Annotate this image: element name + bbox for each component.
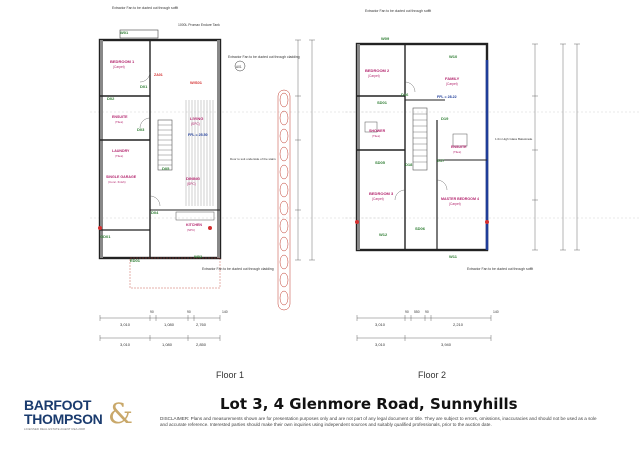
svg-text:90: 90 [425, 310, 429, 314]
svg-text:(SPC): (SPC) [187, 228, 195, 232]
tag-ws01: W/S01 [190, 80, 203, 85]
note-water-tank: 1000L Promax Endure Tank [178, 23, 220, 27]
tag-d19: D19 [441, 116, 449, 121]
logo-tagline: LICENSED REAL ESTATE AGENT REA 2008 [24, 427, 85, 431]
tag-d17: D17 [437, 158, 445, 163]
svg-text:2,210: 2,210 [453, 322, 464, 327]
section-marker-icon [355, 220, 359, 224]
water-tank-icon [119, 29, 159, 39]
tag-a01: A01 [236, 65, 242, 69]
tag-ed01: ED01 [130, 258, 141, 263]
tag-d18: D18 [405, 162, 413, 167]
tag-gd01: GD01 [100, 234, 111, 239]
room-kitchen: KITCHEN [186, 223, 202, 227]
svg-text:(Tiles): (Tiles) [372, 134, 380, 138]
tag-d01: D01 [140, 84, 148, 89]
tag-sd05: SD05 [375, 160, 386, 165]
logo-line-2: THOMPSON [24, 411, 103, 427]
svg-text:3,940: 3,940 [441, 342, 452, 347]
note-door-stairs: Door to suit underside of the stairs [230, 157, 276, 161]
svg-text:(SPC): (SPC) [191, 122, 200, 126]
room-master-bedroom-4: MASTER BEDROOM 4 [441, 197, 479, 201]
room-living: LIVING [190, 116, 203, 121]
svg-text:(Carpet): (Carpet) [446, 82, 458, 86]
logo-line-1: BARFOOT [24, 397, 92, 413]
barfoot-thompson-logo: BARFOOT THOMPSON & LICENSED REAL ESTATE … [24, 398, 134, 438]
tag-sd06: SD06 [415, 226, 426, 231]
tag-d05: D05 [162, 166, 170, 171]
tag-d16: D16 [401, 92, 409, 97]
floor-1-stairs [157, 119, 173, 171]
floor-2-stairs [412, 107, 428, 171]
svg-text:(SPC): (SPC) [187, 182, 196, 186]
note-extractor-soffit-2: Extractor Fan to be ducted out through s… [365, 9, 431, 13]
svg-text:550: 550 [414, 310, 420, 314]
room-single-garage: SINGLE GARAGE [106, 175, 137, 179]
room-shower: SHOWER [369, 129, 386, 133]
disclaimer-text: DISCLAIMER: Plans and measurements shown… [160, 416, 597, 427]
ffl-floor-2: FFL = 28.22 [437, 95, 457, 99]
floor-2-label: Floor 2 [418, 370, 447, 380]
tag-w09: W09 [381, 36, 390, 41]
room-bedroom-2: BEDROOM 2 [365, 68, 390, 73]
tag-d03: D03 [137, 127, 145, 132]
svg-text:1,080: 1,080 [162, 342, 173, 347]
logo-ampersand: & [108, 397, 133, 430]
svg-text:3,010: 3,010 [120, 342, 131, 347]
svg-text:(Carpet): (Carpet) [368, 74, 380, 78]
svg-text:2,760: 2,760 [196, 322, 207, 327]
tag-d04: D04 [151, 210, 159, 215]
tag-sd01: SD01 [377, 100, 388, 105]
svg-text:90: 90 [150, 310, 154, 314]
room-bedroom-1: BEDROOM 1 [110, 59, 135, 64]
room-family: FAMILY [445, 76, 460, 81]
svg-text:2,850: 2,850 [196, 342, 207, 347]
room-ensuite-2: ENSUITE [451, 145, 467, 149]
room-bedroom-3: BEDROOM 3 [369, 191, 394, 196]
svg-text:(Tiles): (Tiles) [115, 154, 123, 158]
tag-w11: W11 [449, 254, 458, 259]
property-title: Lot 3, 4 Glenmore Road, Sunnyhills [220, 395, 518, 413]
note-glass-balustrade: 1.0m High Glass Balustrade [495, 137, 533, 141]
svg-text:3,010: 3,010 [375, 322, 386, 327]
note-extractor-soffit-3: Extractor Fan to be ducted out through s… [467, 267, 533, 271]
svg-text:140: 140 [222, 310, 228, 314]
svg-text:(Tiles): (Tiles) [453, 150, 461, 154]
svg-text:(Conc. finish): (Conc. finish) [108, 180, 126, 184]
svg-text:90: 90 [187, 310, 191, 314]
room-dining: DINING [186, 176, 200, 181]
ffl-floor-1: FFL = 25.50 [188, 133, 208, 137]
section-marker-icon [208, 226, 212, 230]
svg-text:3,010: 3,010 [120, 322, 131, 327]
svg-text:1,080: 1,080 [164, 322, 175, 327]
section-marker-icon [485, 220, 489, 224]
floor-1-paving [277, 89, 291, 311]
note-extractor-cladding-2: Extractor Fan to be ducted out through c… [202, 267, 274, 271]
tag-za01: ZA01 [154, 73, 163, 77]
svg-text:(Carpet): (Carpet) [449, 202, 461, 206]
svg-text:3,010: 3,010 [375, 342, 386, 347]
svg-text:(Carpet): (Carpet) [372, 197, 384, 201]
tag-w10: W10 [449, 54, 458, 59]
svg-text:90: 90 [405, 310, 409, 314]
floor-1-plan: BEDROOM 1 (Carpet) ENSUITE (Tiles) LIVIN… [90, 6, 390, 347]
svg-text:(Tiles): (Tiles) [115, 120, 123, 124]
room-ensuite: ENSUITE [112, 115, 128, 119]
tag-w02: W02 [194, 254, 203, 259]
section-callout-icon [234, 60, 246, 72]
room-laundry: LAUNDRY [112, 149, 130, 153]
svg-text:140: 140 [493, 310, 499, 314]
svg-text:(Carpet): (Carpet) [113, 65, 125, 69]
tag-d02: D02 [107, 96, 115, 101]
note-extractor-cladding: Extractor Fan to be ducted out through c… [228, 55, 300, 59]
note-extractor-soffit: Extractor Fan to be ducted out through s… [112, 6, 178, 10]
tag-w01: W01 [120, 30, 129, 35]
floor-2-plan: BEDROOM 2 (Carpet) FAMILY (Carpet) SHOWE… [345, 9, 639, 347]
section-marker-icon [98, 226, 102, 230]
floor-1-label: Floor 1 [216, 370, 245, 380]
tag-w12: W12 [379, 232, 388, 237]
